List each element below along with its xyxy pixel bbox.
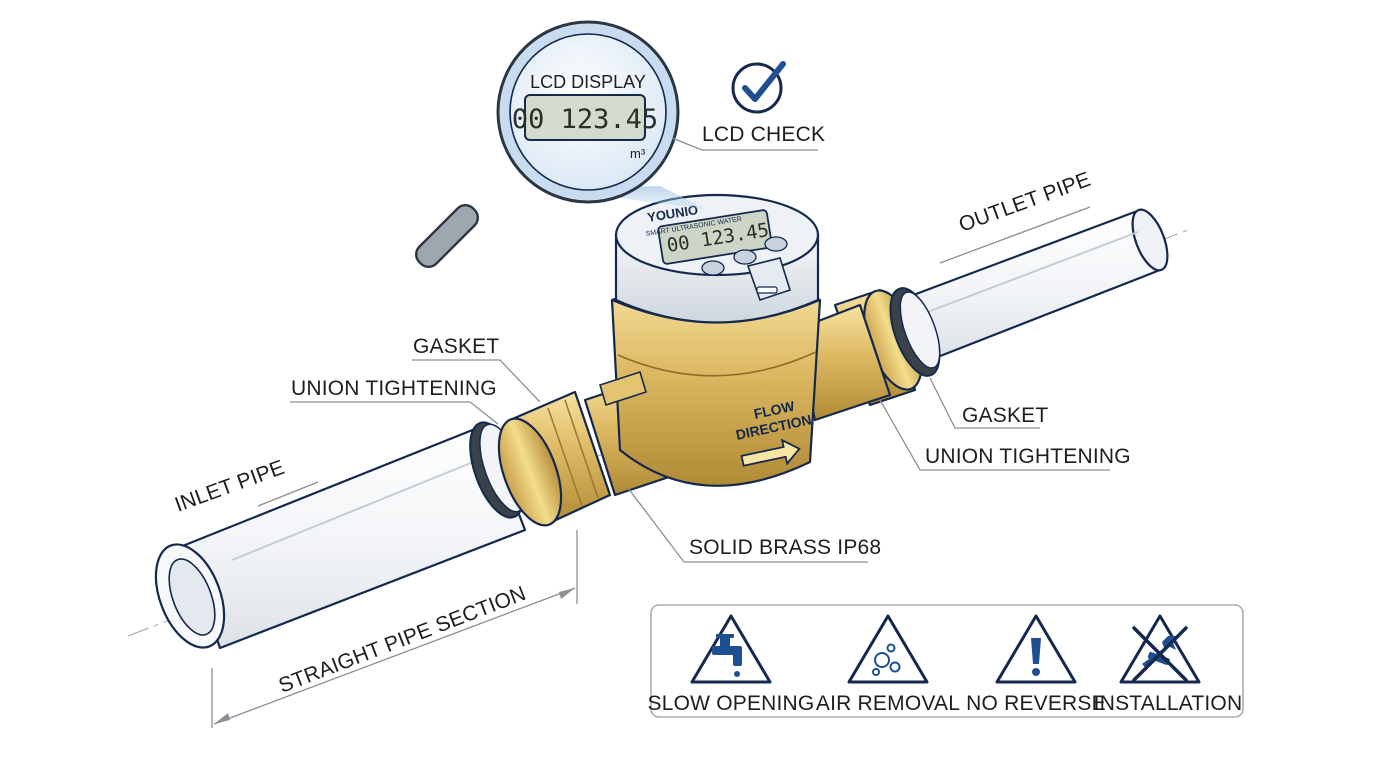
label-gasket-left: GASKET [413,335,499,358]
warning-label-installation: INSTALLATION [1094,692,1243,715]
warning-panel [650,604,1244,718]
magnifier-title: LCD DISPLAY [530,72,646,92]
warning-label-air-removal: AIR REMOVAL [816,692,960,715]
label-lcd-check: LCD CHECK [702,123,825,146]
label-union-tightening-right: UNION TIGHTENING [925,445,1131,468]
label-gasket-right: GASKET [962,404,1048,427]
no-wrench-warning-icon [1119,614,1201,684]
outlet-pipe [898,208,1169,362]
magnifier-icon [415,20,680,268]
magnifier-lcd-reading: 00 123.45 [512,104,658,135]
meter-register-head [614,193,820,324]
magnifier-unit: m³ [630,146,646,161]
inlet-pipe [154,423,527,650]
label-outlet-pipe: OUTLET PIPE [956,168,1094,237]
flow-direction-arrow [740,438,801,467]
check-icon [731,61,786,114]
label-solid-brass: SOLID BRASS IP68 [689,536,881,559]
faucet-warning-icon [690,614,772,684]
straight-section-dimension [211,530,578,728]
warning-label-no-reverse: NO REVERSE [966,692,1106,715]
label-inlet-pipe: INLET PIPE [172,456,288,517]
bubbles-warning-icon [847,614,929,684]
exclamation-warning-icon [995,614,1077,684]
warning-label-slow-opening: SLOW OPENING [648,692,815,715]
label-union-tightening-left: UNION TIGHTENING [291,377,497,400]
brass-meter-body [583,278,892,497]
left-union-nut [469,390,612,527]
